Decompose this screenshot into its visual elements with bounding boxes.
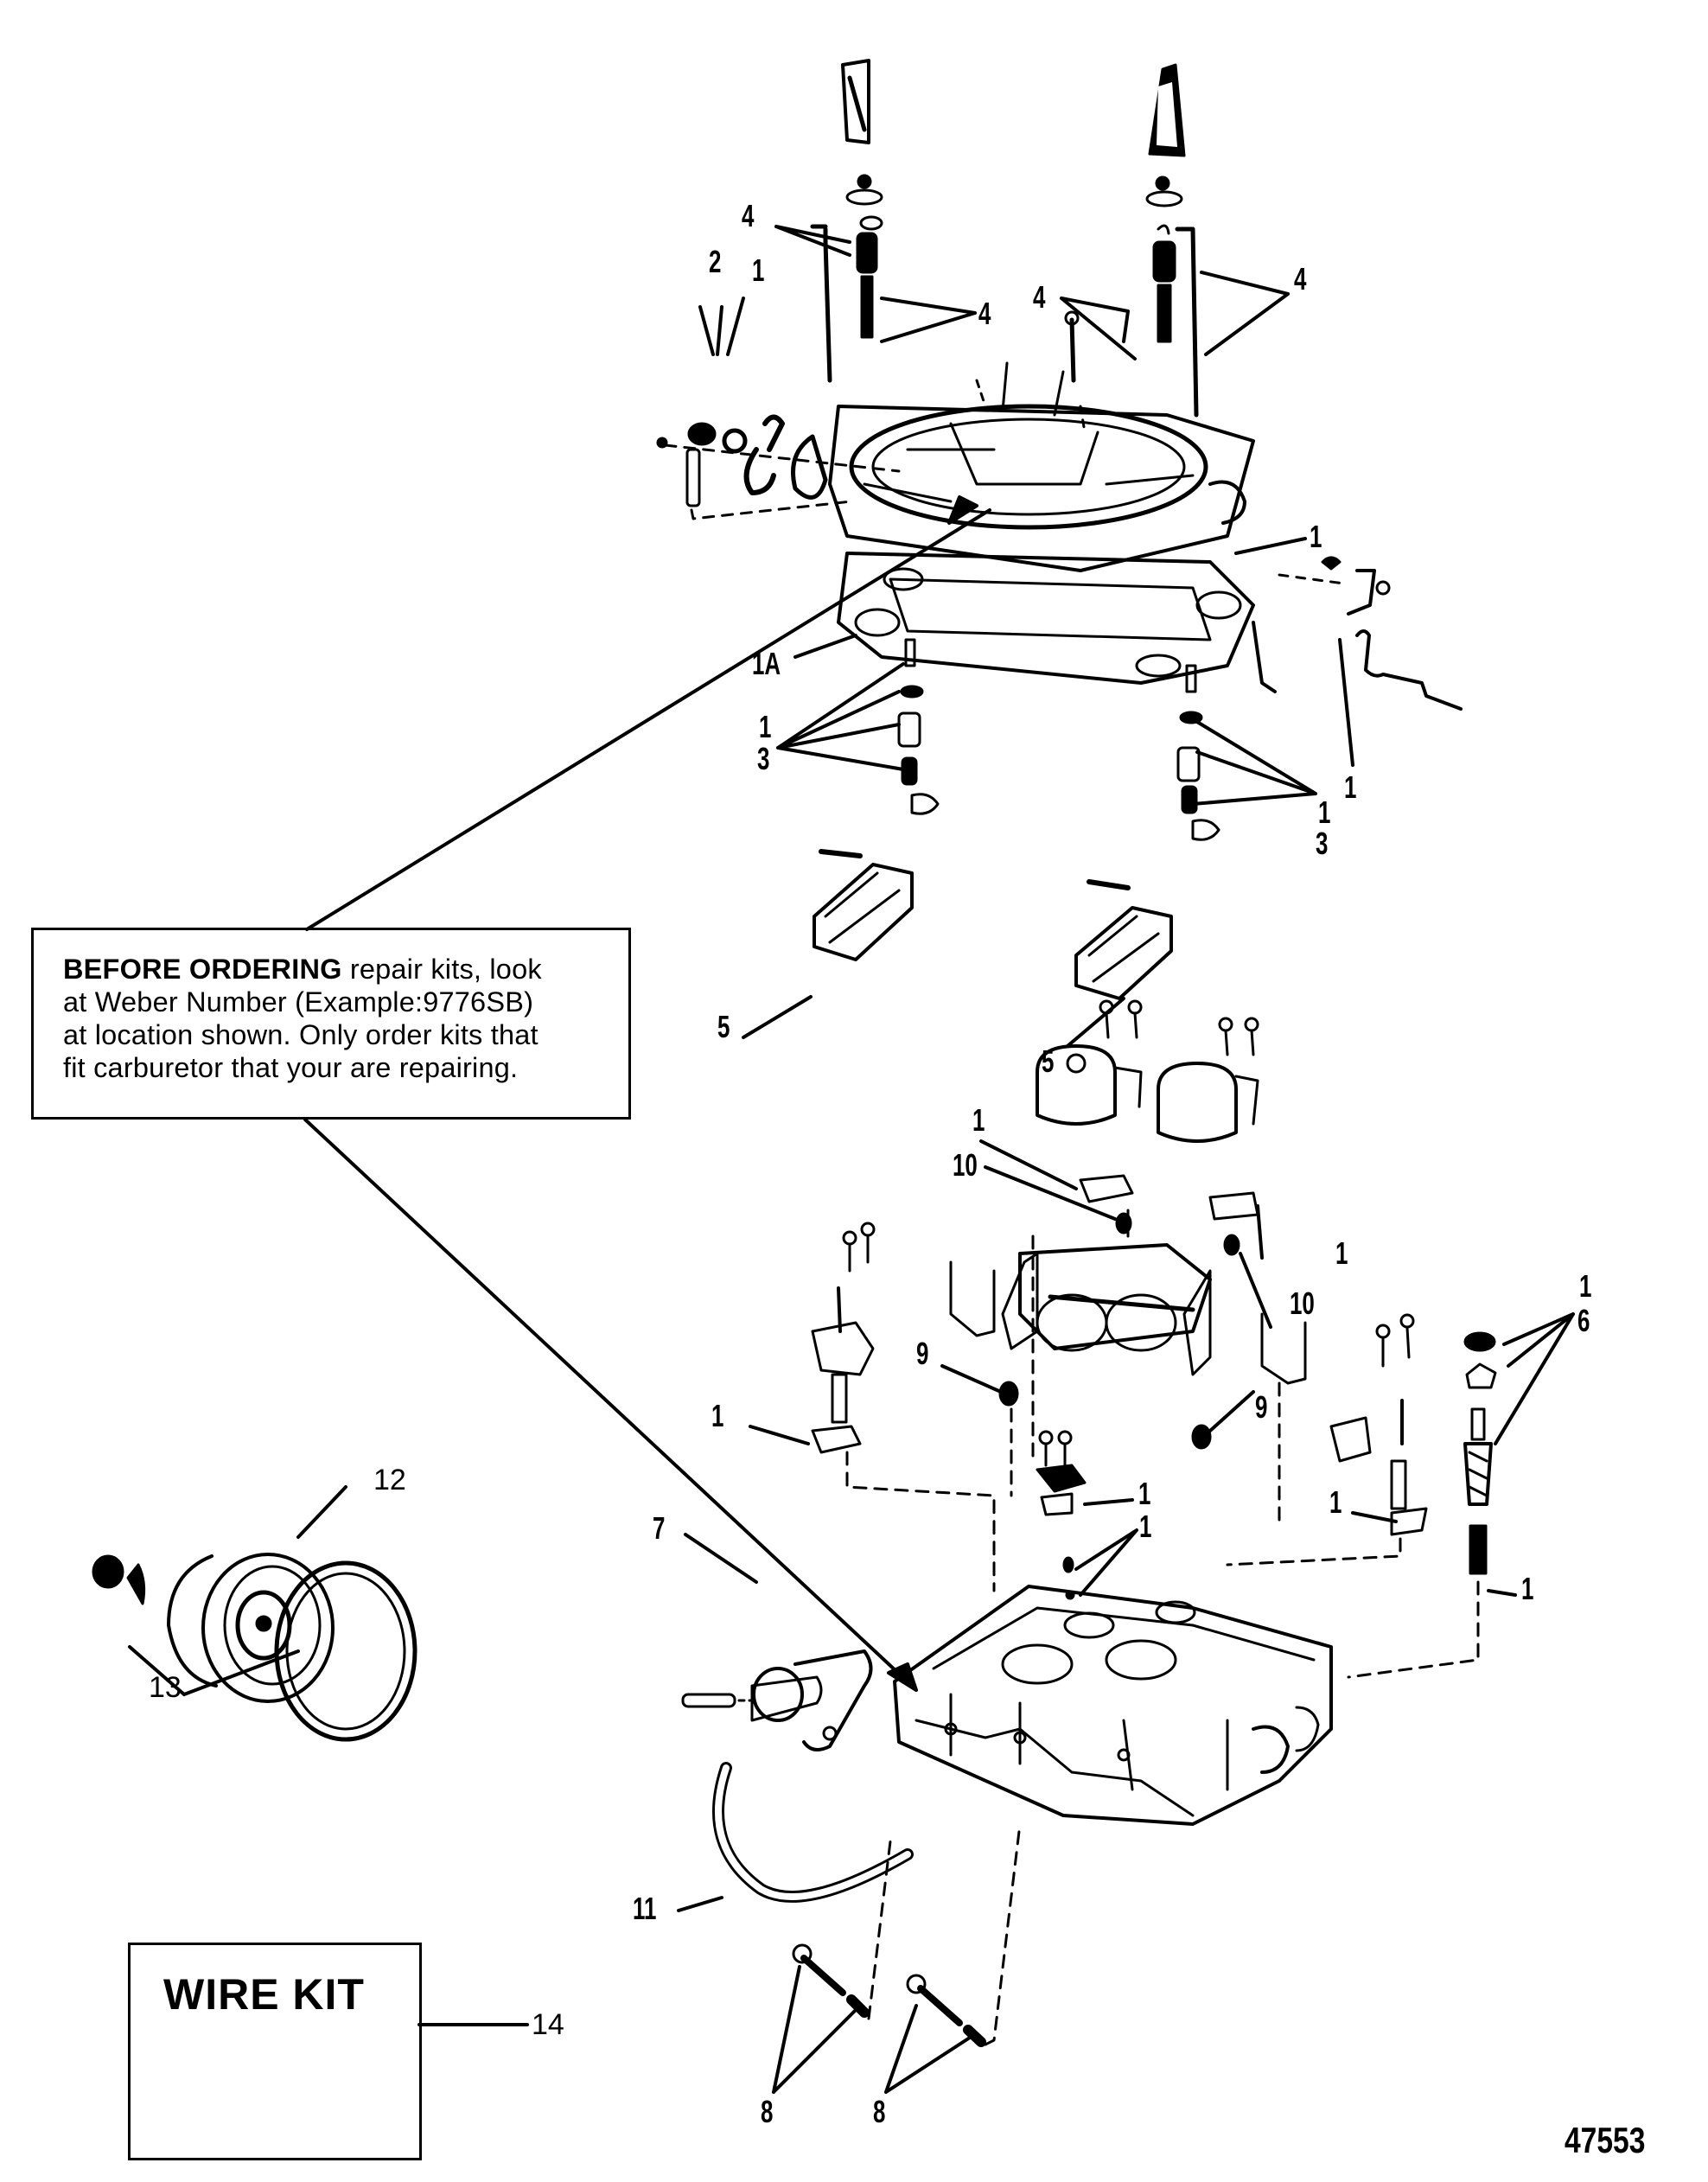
air-horn-body <box>828 361 1255 572</box>
step-up-right <box>1226 1313 1428 1566</box>
callout-label: 1 <box>1579 1268 1592 1304</box>
callout-label: 1 <box>1318 794 1331 830</box>
callout-label: 7 <box>653 1510 666 1546</box>
needle-seat-left <box>897 638 940 815</box>
screw-and-washer-left <box>810 174 883 383</box>
float-right <box>1074 879 1173 1000</box>
callout-label: 1 <box>711 1398 724 1433</box>
pump-cover-right <box>1157 1062 1259 1143</box>
callout-label: 1 <box>1335 1235 1348 1271</box>
small-screws-upper <box>1099 999 1259 1056</box>
callout-label: 5 <box>1042 1043 1055 1079</box>
callout-label: 4 <box>1294 261 1307 297</box>
note-line-1: BEFORE ORDERING repair kits, look <box>63 953 628 986</box>
callout-label: 11 <box>633 1891 657 1926</box>
gaskets-and-checkballs <box>998 1174 1259 1450</box>
needle-seat-right <box>1176 664 1220 841</box>
note-line-1-rest: repair kits, look <box>341 954 542 985</box>
throttle-body <box>893 1585 1333 1826</box>
callout-label: 1 <box>1139 1509 1152 1544</box>
ordering-note-box: BEFORE ORDERING repair kits, look at Web… <box>31 928 631 1120</box>
callout-label: 4 <box>742 198 755 233</box>
callout-label: 2 <box>709 244 722 279</box>
callout-label: 10 <box>953 1147 978 1183</box>
callout-label: 8 <box>761 2094 774 2129</box>
throttle-linkage-right <box>1252 556 1463 711</box>
wire-kit-label: WIRE KIT <box>163 1970 365 2019</box>
choke-plate-left <box>841 59 870 144</box>
note-line-2: at Weber Number (Example:9776SB) <box>63 986 534 1018</box>
callout-label: 6 <box>1577 1303 1590 1338</box>
callout-label: 4 <box>1033 279 1046 315</box>
note-line-4: fit carburetor that your are repairing. <box>63 1052 519 1083</box>
idle-adjust-screw <box>1347 1331 1497 1679</box>
callout-label: 13 <box>149 1671 182 1704</box>
mounting-screw <box>685 448 853 520</box>
metering-rods <box>949 1209 1307 1523</box>
callout-label: 8 <box>873 2094 886 2129</box>
callout-label: 1 <box>1329 1484 1342 1520</box>
callout-label: 9 <box>1255 1389 1268 1425</box>
callout-label: 12 <box>373 1464 406 1496</box>
venturi-cluster <box>1001 1243 1212 1376</box>
gasket <box>837 552 1255 685</box>
callout-label: 1 <box>752 252 765 288</box>
callout-label: 1 <box>1344 769 1357 805</box>
float-left <box>813 849 914 961</box>
callout-label: 1 <box>759 709 772 744</box>
screw-and-washer-right <box>1064 175 1199 418</box>
choke-pulloff <box>681 1649 873 1751</box>
wire-kit-callout: 14 <box>532 2008 564 2041</box>
callout-label: 1 <box>1138 1476 1151 1511</box>
callout-label: 9 <box>916 1336 929 1371</box>
figure-number: 47553 <box>1565 2120 1646 2160</box>
callout-label: 5 <box>717 1009 730 1044</box>
mixture-screws <box>792 1822 1022 2047</box>
nut-and-washer <box>656 414 901 500</box>
center-small-parts <box>1036 1430 1087 1600</box>
callout-label: 3 <box>1316 826 1329 861</box>
wire-kit-box: WIRE KIT <box>128 1943 422 2160</box>
step-up-left <box>811 1222 996 1592</box>
note-line-3: at location shown. Only order kits that <box>63 1019 539 1050</box>
callout-label: 1 <box>1521 1571 1534 1606</box>
callout-label: 1 <box>1310 519 1322 554</box>
leader-lines <box>128 225 1575 2094</box>
choke-thermostat <box>92 1553 417 1742</box>
note-emphasis: BEFORE ORDERING <box>63 954 342 985</box>
callout-label: 10 <box>1290 1286 1315 1321</box>
callout-label: 1A <box>752 646 781 681</box>
vacuum-hose <box>712 1762 914 1903</box>
pump-cover-left <box>1036 1044 1143 1126</box>
choke-plate-right <box>1148 63 1186 157</box>
callout-label: 1 <box>972 1102 985 1138</box>
callout-label: 4 <box>978 296 991 331</box>
callout-label: 3 <box>757 741 770 776</box>
